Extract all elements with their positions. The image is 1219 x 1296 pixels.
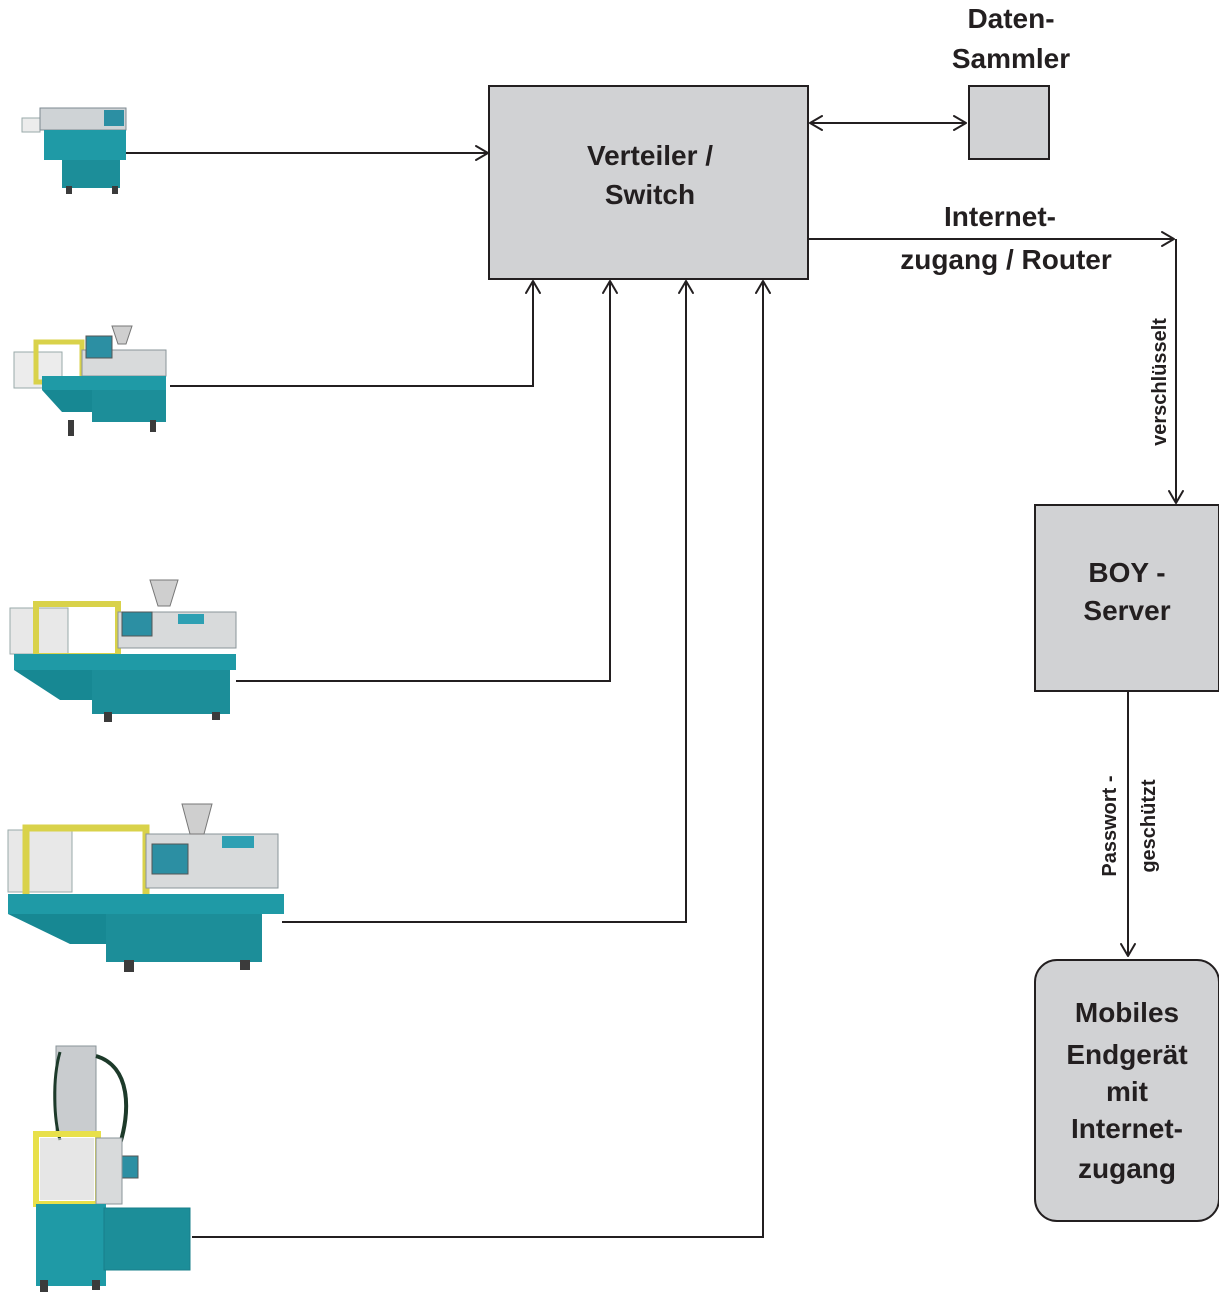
switch-label-line-2: Switch bbox=[605, 179, 695, 210]
password-label: Passwort - geschützt bbox=[1099, 775, 1160, 876]
machine-3-icon bbox=[9, 579, 237, 722]
arrowhead-machine-5 bbox=[755, 280, 771, 294]
server-label-line-1: BOY - bbox=[1088, 557, 1165, 588]
encrypted-label: verschlüsselt bbox=[1149, 318, 1171, 446]
mobile-label-line-1: Mobiles bbox=[1075, 997, 1179, 1028]
internet-label-line-1: Internet- bbox=[944, 201, 1056, 232]
internet-label-line-2: zugang / Router bbox=[900, 244, 1112, 275]
switch-label-line-1: Verteiler / bbox=[587, 140, 713, 171]
arrowhead-machine-2 bbox=[525, 280, 541, 294]
collector-label-line-2: Sammler bbox=[952, 43, 1070, 74]
password-label-line-1: Passwort - bbox=[1099, 775, 1121, 876]
internet-label: Internet- zugang / Router bbox=[900, 201, 1112, 275]
password-link bbox=[1120, 692, 1136, 957]
machine-2-icon bbox=[13, 325, 167, 436]
arrowhead-machine-4 bbox=[678, 280, 694, 294]
machine-5-icon bbox=[33, 1045, 191, 1292]
server-node: BOY - Server bbox=[1034, 504, 1219, 692]
mobile-node: Mobiles Endgerät mit Internet- zugang bbox=[1034, 959, 1219, 1222]
mobile-label-line-5: zugang bbox=[1078, 1153, 1176, 1184]
link-machine-3 bbox=[236, 281, 611, 682]
switch-node: Verteiler / Switch bbox=[488, 85, 809, 280]
mobile-label-line-2: Endgerät bbox=[1066, 1039, 1187, 1070]
link-machine-4 bbox=[282, 281, 687, 923]
machine-4-icon bbox=[7, 803, 284, 972]
mobile-label-line-4: Internet- bbox=[1071, 1113, 1183, 1144]
collector-node: Daten- Sammler bbox=[952, 3, 1070, 160]
internet-link bbox=[808, 231, 1184, 504]
machine-links bbox=[126, 145, 771, 1238]
machine-1-icon bbox=[21, 107, 127, 194]
password-label-line-2: geschützt bbox=[1138, 779, 1160, 873]
link-machine-2 bbox=[170, 281, 534, 387]
mobile-label-line-3: mit bbox=[1106, 1076, 1148, 1107]
arrowhead-machine-3 bbox=[602, 280, 618, 294]
collector-label-line-1: Daten- bbox=[967, 3, 1054, 34]
collector-link bbox=[809, 115, 967, 131]
server-label-line-2: Server bbox=[1083, 595, 1170, 626]
link-machine-5 bbox=[192, 281, 764, 1238]
